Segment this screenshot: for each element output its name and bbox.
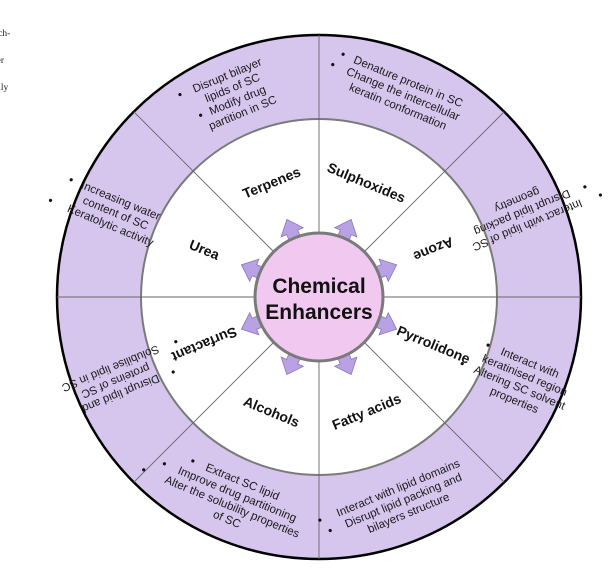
cropped-side-text: ech- ter d ally — [0, 28, 54, 96]
segment-divider — [363, 111, 505, 253]
bullet-icon — [48, 198, 53, 203]
bullet-icon — [191, 459, 195, 463]
side-text-line: ter — [0, 56, 5, 66]
center-label-line1: Chemical — [272, 275, 365, 298]
side-text-line: ech- — [0, 29, 11, 39]
bullet-icon — [178, 92, 182, 97]
bullet-icon — [174, 340, 178, 344]
segment-divider — [133, 341, 275, 483]
bullet-icon — [598, 193, 603, 197]
bullet-icon — [460, 362, 464, 366]
dividers-layer — [57, 35, 581, 559]
bullet-icon — [318, 518, 322, 522]
side-text-line: ally — [0, 83, 9, 93]
bullet-icon — [142, 468, 146, 472]
segment-divider — [363, 341, 505, 483]
center-circle — [253, 231, 385, 363]
bullet-icon — [328, 528, 332, 533]
bullet-icon — [162, 462, 167, 466]
bullet-icon — [583, 185, 587, 189]
bullet-icon — [69, 178, 73, 182]
bullet-icon — [199, 113, 203, 117]
bullet-icon — [171, 370, 175, 374]
segment-divider — [133, 111, 275, 253]
bullet-icon — [341, 52, 345, 56]
center-label-line2: Enhancers — [265, 301, 372, 324]
bullet-icon — [331, 62, 335, 67]
bullet-icon — [486, 343, 490, 347]
